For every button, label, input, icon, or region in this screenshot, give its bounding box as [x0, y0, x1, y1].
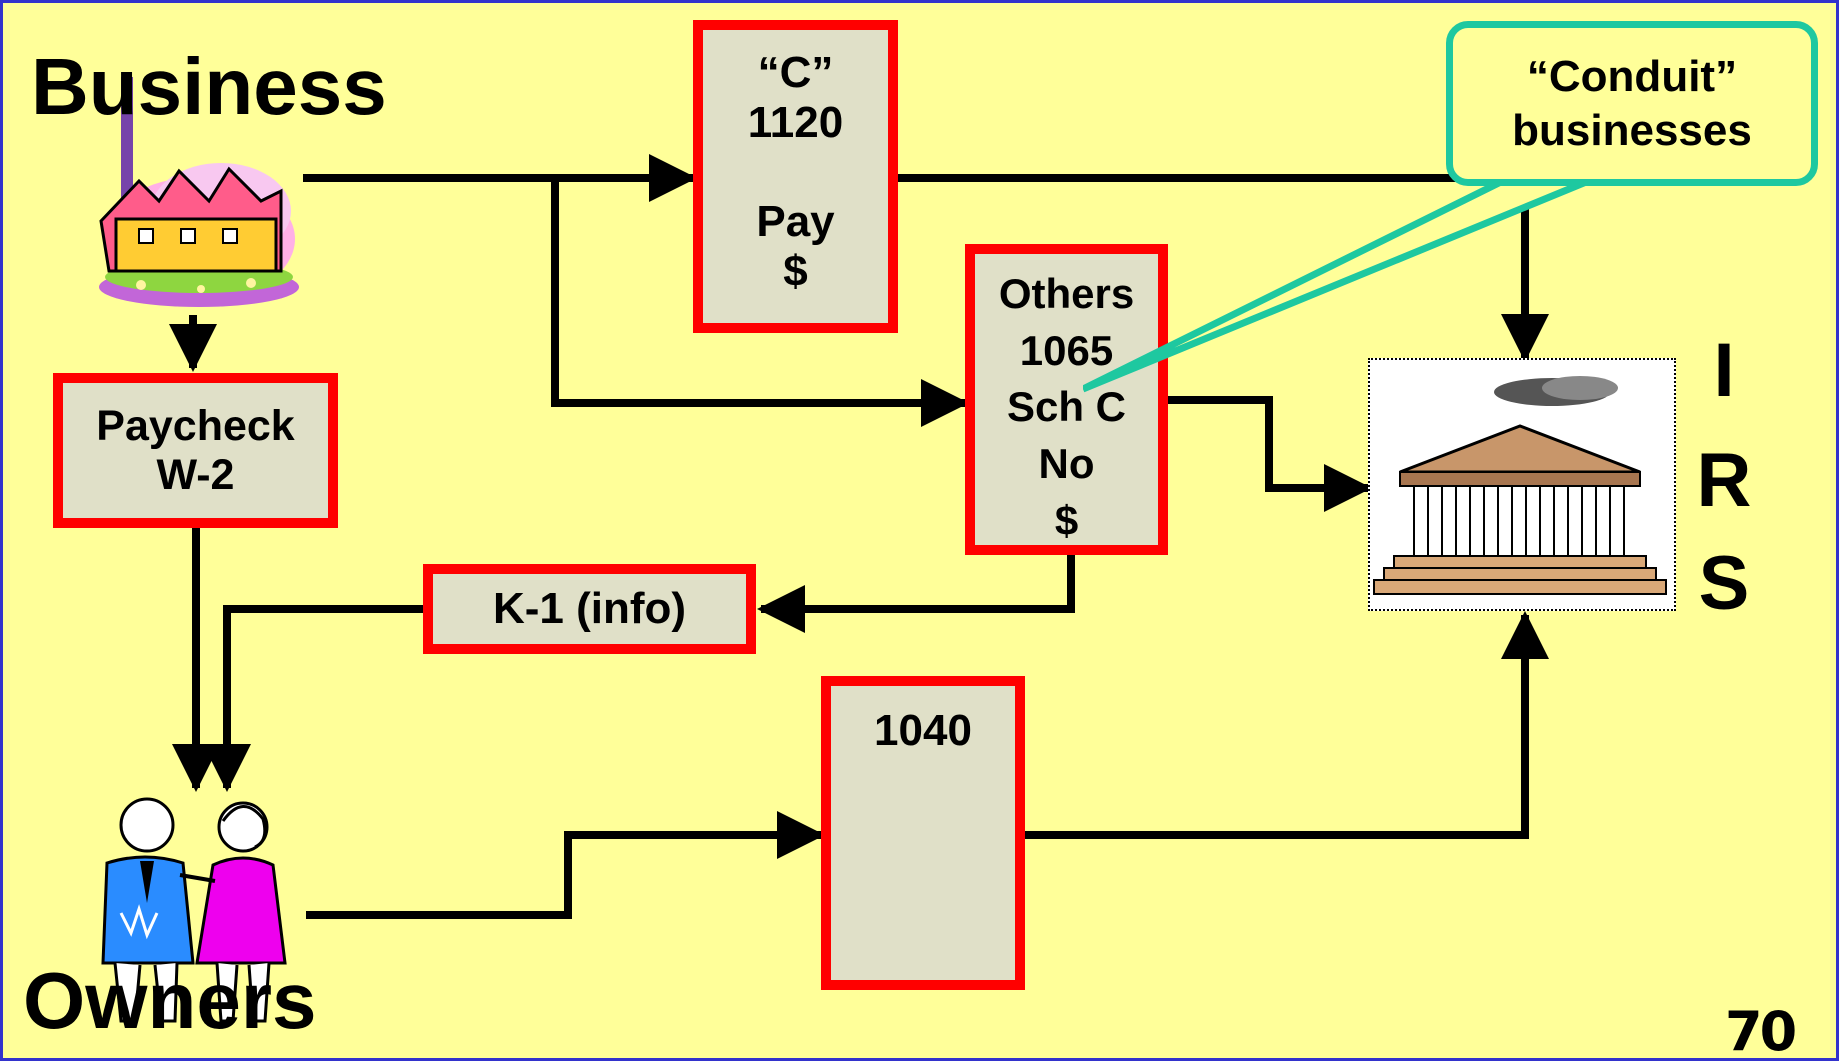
paycheck-line-2: W-2 [157, 451, 235, 500]
c-corp-box: “C” 1120 Pay $ [693, 20, 898, 333]
government-building-icon [1370, 360, 1674, 609]
arrow-owners-to-1040 [306, 835, 821, 915]
others-line-5: $ [1055, 493, 1078, 550]
irs-letter-i: I [1699, 333, 1749, 409]
irs-letter-s: S [1693, 546, 1755, 622]
conduit-callout: “Conduit” businesses [1446, 21, 1818, 186]
others-line-4: No [1039, 436, 1095, 493]
c-corp-line-1: “C” [758, 48, 834, 98]
arrow-others-to-irs [1168, 400, 1368, 488]
irs-building-frame [1368, 358, 1676, 611]
arrow-k1-to-owners [227, 609, 428, 788]
owners-label: Owners [23, 961, 316, 1041]
form-1040-line-1: 1040 [874, 706, 972, 756]
paycheck-box: Paycheck W-2 [53, 373, 338, 528]
irs-letter-r: R [1693, 443, 1755, 519]
c-corp-line-2: 1120 [748, 98, 843, 148]
callout-line-1: “Conduit” [1527, 50, 1737, 104]
business-label: Business [31, 47, 387, 127]
arrow-others-to-k1 [761, 555, 1071, 609]
c-corp-line-5: $ [783, 247, 807, 297]
k1-box: K-1 (info) [423, 564, 756, 654]
callout-line-2: businesses [1512, 104, 1752, 158]
arrow-1040-to-irs [1025, 615, 1525, 835]
form-1040-box: 1040 [821, 676, 1025, 990]
page-number: 70 [1725, 1005, 1794, 1059]
paycheck-line-1: Paycheck [96, 402, 294, 451]
c-corp-line-4: Pay [756, 197, 834, 247]
k1-line-1: K-1 (info) [493, 584, 686, 634]
